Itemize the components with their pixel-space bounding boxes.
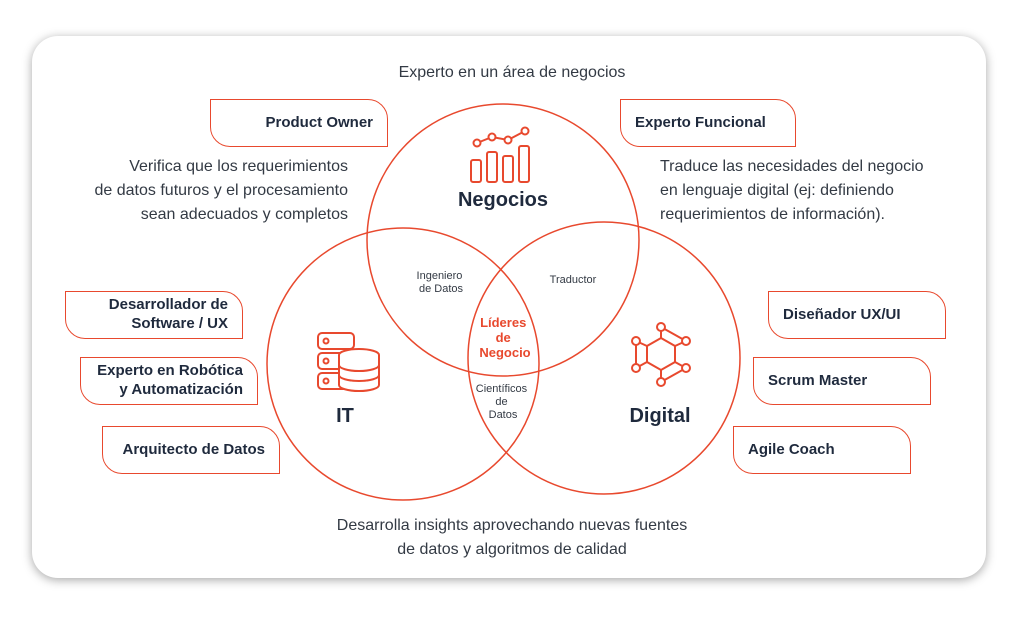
- role-label: Software / UX: [131, 315, 228, 332]
- top-caption: Experto en un área de negocios: [398, 64, 626, 81]
- bottom-caption-line: de datos y algoritmos de calidad: [397, 541, 627, 558]
- left-description: Verifica que los requerimientos de datos…: [40, 155, 348, 227]
- network-hexagon-icon: [631, 322, 691, 387]
- database-server-icon: [317, 332, 380, 392]
- role-software-ux: Desarrollador de Software / UX: [65, 291, 243, 339]
- role-label: Experto Funcional: [635, 113, 766, 131]
- role-label: Agile Coach: [748, 440, 835, 458]
- digital-label: Digital: [629, 405, 690, 427]
- role-functional-expert: Experto Funcional: [620, 99, 796, 147]
- role-label: Diseñador UX/UI: [783, 305, 901, 323]
- role-label: Desarrollador de: [108, 296, 228, 314]
- role-label: Scrum Master: [768, 371, 868, 389]
- role-data-architect: Arquitecto de Datos: [102, 426, 280, 474]
- digital-circle: [467, 221, 741, 495]
- it-circle: [266, 227, 540, 501]
- description-line: Verifica que los requerimientos: [129, 158, 348, 175]
- business-circle: [366, 103, 640, 377]
- role-label: Experto en Robótica: [97, 362, 243, 380]
- role-label: Arquitecto de Datos: [122, 440, 265, 458]
- role-robotics: Experto en Robótica y Automatización: [80, 357, 258, 405]
- description-line: de datos futuros y el procesamiento: [94, 182, 348, 199]
- description-line: requerimientos de información).: [660, 206, 885, 223]
- description-line: sean adecuados y completos: [140, 206, 348, 223]
- business-label: Negocios: [458, 189, 548, 211]
- business-it-label: Ingeniero de Datos: [417, 270, 466, 295]
- role-agile-coach: Agile Coach: [733, 426, 911, 474]
- right-description: Traduce las necesidades del negocio en l…: [660, 155, 980, 227]
- bottom-caption-line: Desarrolla insights aprovechando nuevas …: [336, 517, 688, 534]
- description-line: Traduce las necesidades del negocio: [660, 158, 924, 175]
- it-label: IT: [336, 405, 354, 427]
- bar-chart-icon: [470, 126, 530, 183]
- role-scrum-master: Scrum Master: [753, 357, 931, 405]
- role-label: Product Owner: [265, 113, 373, 131]
- role-label: y Automatización: [119, 381, 243, 398]
- business-digital-label: Traductor: [550, 274, 597, 286]
- center-label: Líderes de Negocio: [479, 315, 530, 360]
- it-digital-label: Científicos de Datos: [476, 383, 530, 421]
- description-line: en lenguaje digital (ej: definiendo: [660, 182, 894, 199]
- role-product-owner: Product Owner: [210, 99, 388, 147]
- bottom-caption: Desarrolla insights aprovechando nuevas …: [0, 514, 1024, 562]
- role-ux-ui-designer: Diseñador UX/UI: [768, 291, 946, 339]
